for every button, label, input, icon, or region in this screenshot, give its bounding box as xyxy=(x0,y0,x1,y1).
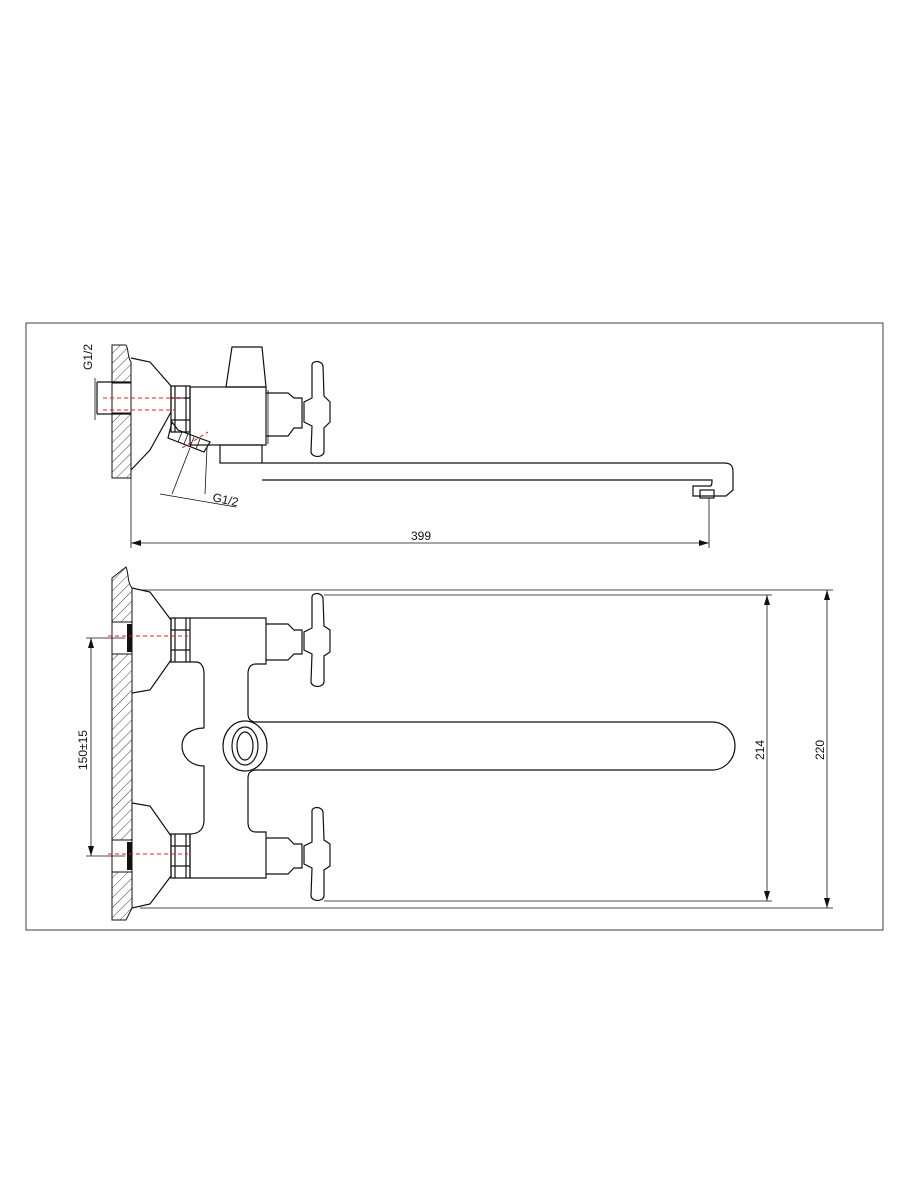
spout-nut-side xyxy=(219,444,263,464)
mixer-body-top xyxy=(181,617,267,879)
valve-stem-lower xyxy=(266,837,303,875)
length-dim-arrow-left xyxy=(131,540,141,546)
hex-nut-lower xyxy=(170,833,191,879)
wall-flange-side xyxy=(130,357,172,471)
aerator-side xyxy=(699,489,715,499)
inlet-spacing-label: 150±15 xyxy=(76,730,90,770)
valve-stem-upper xyxy=(266,623,303,661)
hex-nut-upper xyxy=(170,617,191,663)
inlet-pipe-side xyxy=(96,381,131,415)
cross-handle-side xyxy=(303,360,331,458)
spout-top xyxy=(262,721,736,771)
wall-inlet-pocket xyxy=(111,382,132,414)
thread-dim-outlet-leader xyxy=(159,446,237,508)
inlet-fill-upper xyxy=(127,624,132,652)
diverter-lever-side xyxy=(225,346,267,388)
inlet-fill-lower xyxy=(127,842,132,870)
overall-length-label: 399 xyxy=(411,529,431,543)
diverter-knob-mid xyxy=(231,726,259,766)
diverter-knob-outer xyxy=(222,720,268,772)
thread-outlet-label: G1/2 xyxy=(211,490,240,509)
width-dim-214-arrow-top xyxy=(764,595,770,605)
spout-side xyxy=(262,462,734,497)
spout-width-label: 214 xyxy=(753,740,767,760)
wall-flange-lower xyxy=(131,802,172,909)
length-dim-arrow-right xyxy=(699,540,709,546)
wall-flange-upper xyxy=(131,587,172,694)
shower-outlet-side xyxy=(167,420,211,453)
side-view: G1/2 G1/2 399 xyxy=(81,344,734,548)
width-dim-220-arrow-top xyxy=(824,590,830,600)
shower-centerline xyxy=(181,431,209,449)
valve-stem-side xyxy=(266,392,303,437)
width-dim-220-arrow-bottom xyxy=(824,898,830,908)
overall-width-label: 220 xyxy=(813,740,827,760)
wall-section-bottom xyxy=(111,566,133,921)
cross-handle-upper xyxy=(303,592,331,688)
drawing-frame xyxy=(25,322,884,931)
spacing-dim-arrow-bottom xyxy=(88,846,94,856)
shower-thread-hatch xyxy=(177,431,201,450)
spacing-dim-arrow-top xyxy=(88,638,94,648)
width-dim-214-arrow-bottom xyxy=(764,891,770,901)
top-view: 214 220 150±15 xyxy=(76,566,833,921)
diverter-knob-inner xyxy=(236,731,254,761)
cross-handle-lower xyxy=(303,806,331,902)
thread-inlet-label: G1/2 xyxy=(81,344,95,370)
